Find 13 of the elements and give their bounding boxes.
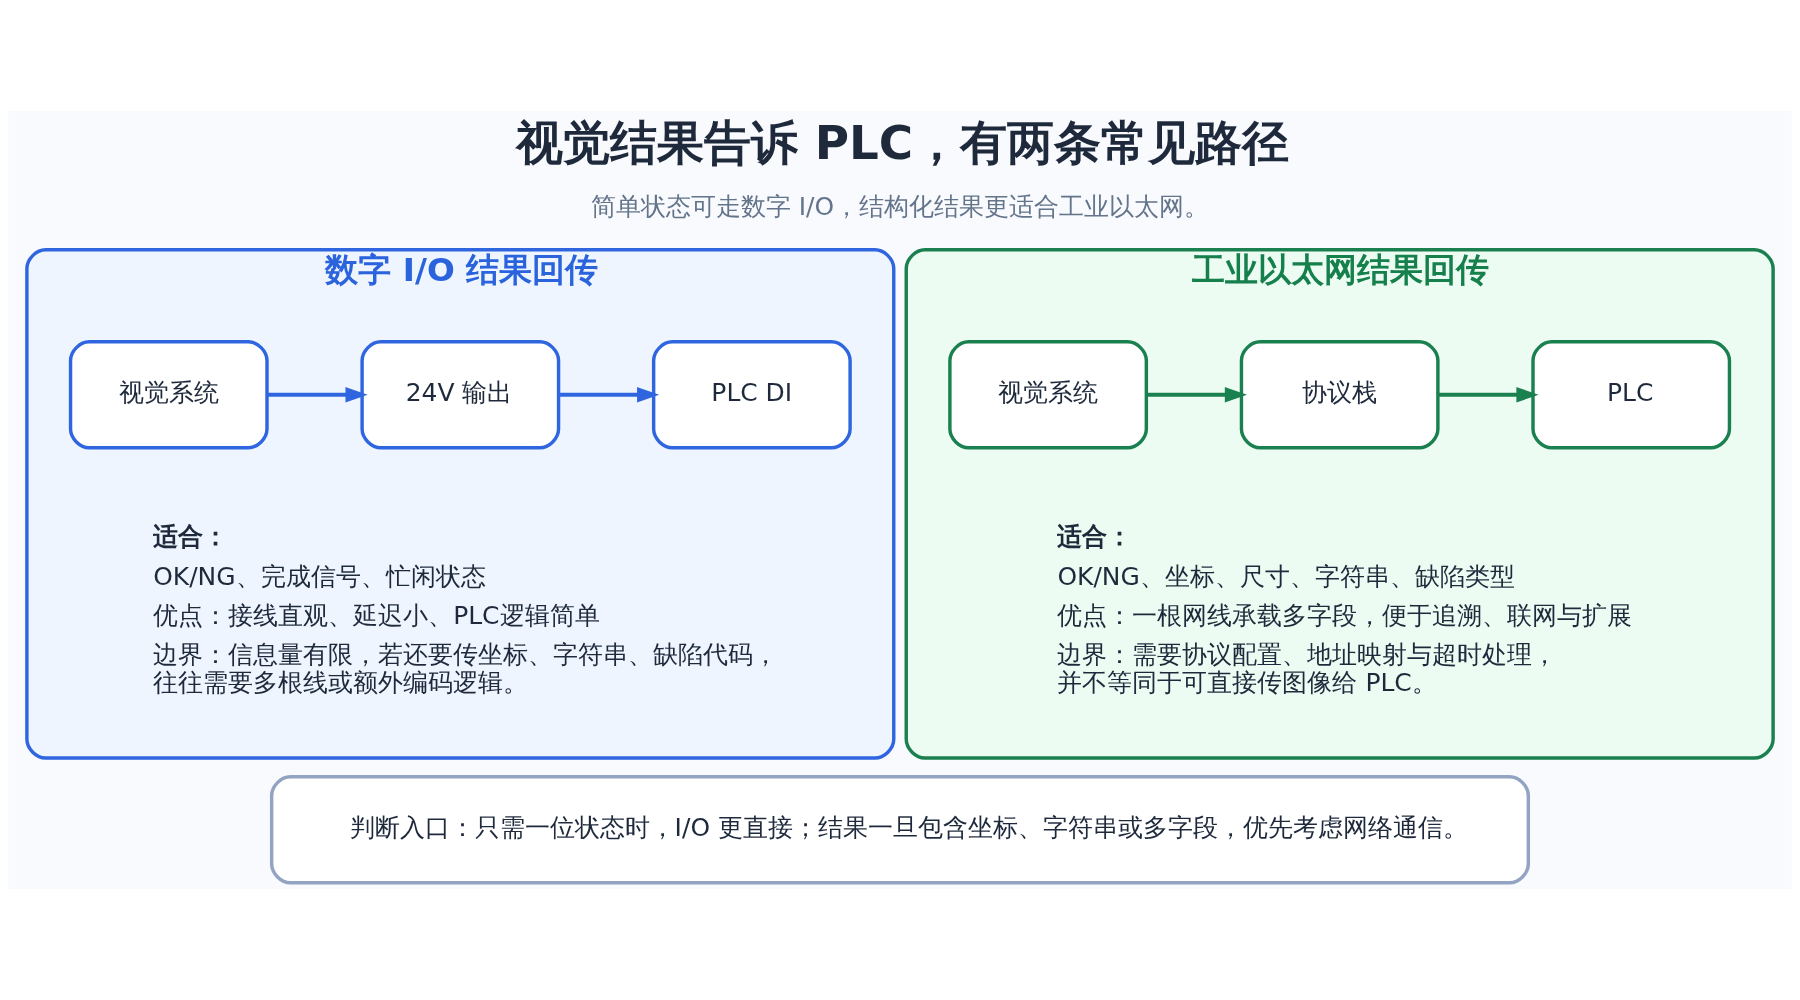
node-box: 24V 输出 <box>360 340 561 450</box>
arrow <box>558 387 660 403</box>
label: 简单状态可走数字 I/O，结构化结果更适合工业以太网。 <box>590 192 1210 222</box>
node-box: 协议栈 <box>1239 340 1440 450</box>
diagram-title: 视觉结果告诉 PLC，有两条常见路径 <box>516 116 1290 171</box>
node-box: PLC <box>1531 340 1732 450</box>
node-box: 判断入口：只需一位状态时，I/O 更直接；结果一旦包含坐标、字符串或多字段，优先考虑网络通信。 <box>269 775 1531 885</box>
arrow <box>267 387 368 403</box>
arrow <box>1438 387 1539 403</box>
node-box: 视觉系统 <box>948 340 1149 450</box>
node-box: PLC DI <box>651 340 852 450</box>
node-box: 视觉系统 <box>68 340 269 450</box>
arrow <box>1146 387 1248 403</box>
